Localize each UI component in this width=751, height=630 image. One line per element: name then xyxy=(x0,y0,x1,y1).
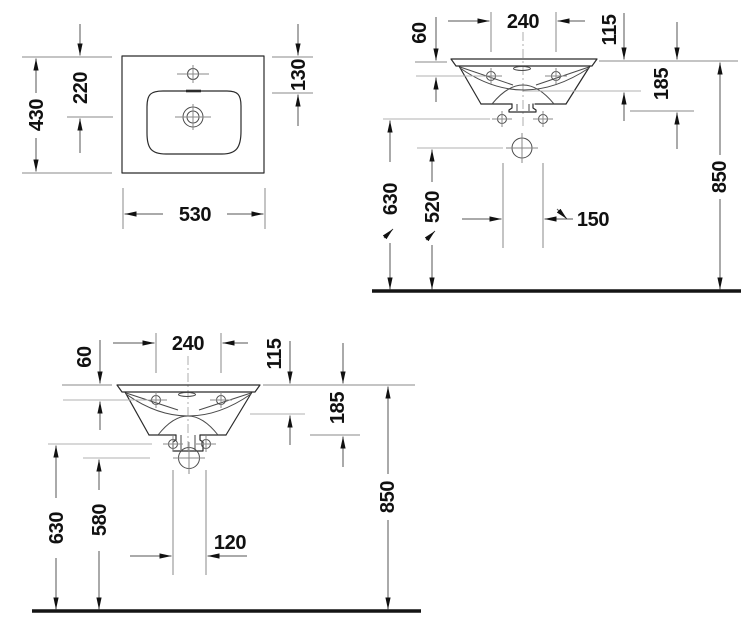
elevation-b-view: 240 60 115 185 850 xyxy=(32,333,421,613)
variable-dimension-arrow-icon xyxy=(424,230,436,242)
dim-label-185: 185 xyxy=(327,392,349,424)
bowl-inner-curve xyxy=(125,393,252,417)
dim-label-630: 630 xyxy=(46,512,68,544)
dimension-630: 630 xyxy=(46,443,152,610)
dimension-850: 850 xyxy=(263,384,415,610)
plan-view: 430 220 130 530 xyxy=(22,24,313,229)
dim-label-60: 60 xyxy=(409,22,431,44)
dimension-630: 630 xyxy=(380,118,490,290)
dimension-185: 185 xyxy=(630,22,694,149)
dim-label-850: 850 xyxy=(377,481,399,513)
elevation-a-view: 240 60 115 185 850 xyxy=(372,11,741,293)
dim-label-185: 185 xyxy=(651,68,673,100)
dim-label-130: 130 xyxy=(288,59,310,91)
dimension-850: 850 xyxy=(599,60,738,290)
dim-label-240: 240 xyxy=(507,11,539,33)
faucet-hole xyxy=(177,65,209,83)
dimension-580: 580 xyxy=(83,457,150,610)
dimension-150: 150 xyxy=(462,208,610,231)
wall-fixing-holes xyxy=(163,436,216,452)
drain-mound-curve xyxy=(157,415,219,436)
dimension-185: 185 xyxy=(310,343,360,467)
dim-label-580: 580 xyxy=(89,504,111,536)
drain-pipe-circle xyxy=(173,442,205,474)
washbasin-profile xyxy=(450,58,598,113)
dimension-430: 430 xyxy=(22,56,112,174)
wall-fixing-holes xyxy=(492,111,553,127)
overflow-slot xyxy=(178,392,196,397)
dim-label-115: 115 xyxy=(599,14,621,45)
drain-mound-curve xyxy=(491,84,555,105)
faucet-fixing-holes xyxy=(145,392,232,408)
dim-label-220: 220 xyxy=(70,72,92,104)
dim-label-240: 240 xyxy=(172,333,204,355)
drain-hole xyxy=(175,104,211,130)
dim-label-530: 530 xyxy=(179,204,211,226)
dimension-60: 60 xyxy=(62,340,150,430)
drain-pipe-circle xyxy=(506,133,538,163)
dim-label-430: 430 xyxy=(26,99,48,131)
dim-label-850: 850 xyxy=(709,161,731,193)
washbasin-profile xyxy=(116,384,261,452)
washbasin-outline xyxy=(121,55,265,174)
overflow-slot xyxy=(513,66,531,71)
dim-label-60: 60 xyxy=(74,346,96,368)
dimension-115: 115 xyxy=(250,338,305,445)
dimension-240: 240 xyxy=(448,11,585,52)
faucet-fixing-holes xyxy=(480,68,567,84)
variable-dimension-arrow-icon xyxy=(556,208,568,220)
dimension-60: 60 xyxy=(409,17,484,102)
dim-label-520: 520 xyxy=(422,191,444,223)
dim-label-115: 115 xyxy=(264,338,286,369)
dim-label-150: 150 xyxy=(577,209,609,231)
dimension-240: 240 xyxy=(113,333,248,373)
dimension-520: 520 xyxy=(417,147,503,290)
dimension-220: 220 xyxy=(67,24,113,153)
variable-dimension-arrow-icon xyxy=(382,228,394,240)
waste-outlet xyxy=(508,103,537,113)
dimension-115: 115 xyxy=(523,13,641,121)
dimension-130: 130 xyxy=(272,24,313,126)
dim-label-630: 630 xyxy=(380,183,402,215)
dimension-120: 120 xyxy=(130,532,247,559)
basin-bowl-outline xyxy=(146,90,242,155)
dimension-530: 530 xyxy=(122,188,266,229)
bowl-inner-curve xyxy=(459,67,590,91)
dim-label-120: 120 xyxy=(214,532,246,554)
